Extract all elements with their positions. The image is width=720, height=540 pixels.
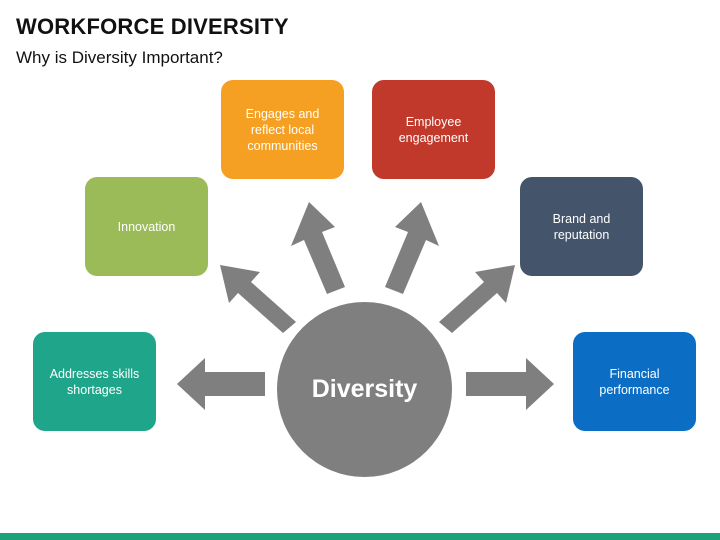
slide-subtitle: Why is Diversity Important? (16, 48, 223, 67)
node-label: Innovation (117, 219, 176, 234)
arrow-upper-right (439, 265, 515, 333)
node-employee-engagement: Employee engagement (372, 80, 495, 179)
node-brand-reputation: Brand and reputation (520, 177, 643, 276)
diversity-circle: Diversity (277, 302, 452, 477)
node-label: Engages and reflect local communities (245, 106, 320, 153)
node-engages-communities: Engages and reflect local communities (221, 80, 344, 179)
arrow-left (177, 358, 265, 410)
slide-title: WORKFORCE DIVERSITY (16, 14, 289, 39)
node-financial-performance: Financial performance (573, 332, 696, 431)
diversity-label: Diversity (311, 375, 418, 403)
arrow-right (466, 358, 554, 410)
node-innovation: Innovation (85, 177, 208, 276)
node-label: Addresses skills shortages (49, 366, 140, 397)
footer-accent-bar (0, 533, 720, 540)
node-label: Financial performance (599, 366, 670, 397)
node-addresses-skills-shortages: Addresses skills shortages (33, 332, 156, 431)
arrow-up-left (291, 202, 345, 294)
arrow-upper-left (220, 265, 296, 333)
arrow-up-right (385, 202, 439, 294)
node-label: Employee engagement (398, 114, 469, 145)
node-label: Brand and reputation (552, 211, 611, 242)
